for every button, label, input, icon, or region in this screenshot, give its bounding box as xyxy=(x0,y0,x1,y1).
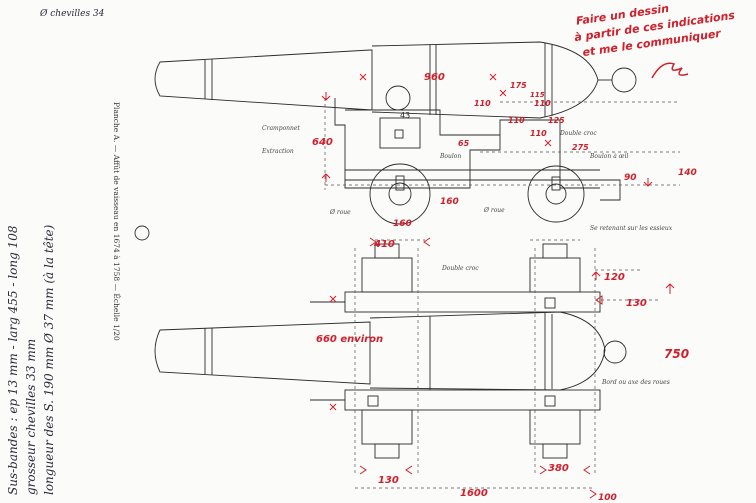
dim-side-110c: 110 xyxy=(534,99,551,108)
label-bolt: Boulon xyxy=(439,153,461,160)
plan-front-axle-bottom xyxy=(361,409,413,445)
red-signature xyxy=(651,62,689,79)
plate-number-circle xyxy=(134,225,150,241)
plan-barrel-chase xyxy=(154,321,371,385)
dim-side-110d: 110 xyxy=(530,129,547,138)
side-bracket-outline xyxy=(334,98,600,189)
side-red-marks xyxy=(321,73,653,247)
top-left-note: Ø chevilles 34 xyxy=(39,8,105,19)
plan-rear-axle-bottom xyxy=(529,409,581,445)
dim-side-640: 640 xyxy=(312,137,333,148)
plate-caption: Planche A. — Affût de vaisseau en 1674 à… xyxy=(112,102,121,341)
dim-side-275: 275 xyxy=(572,143,589,152)
dim-side-115: 115 xyxy=(530,91,545,99)
dim-side-140: 140 xyxy=(678,168,697,178)
dim-side-110b: 110 xyxy=(508,116,525,125)
side-trunnion xyxy=(385,85,411,111)
dim-side-110a: 110 xyxy=(474,99,491,108)
plan-cascabel-knob xyxy=(603,340,627,364)
dim-plan-660: 660 environ xyxy=(316,334,383,345)
side-cheek-block xyxy=(379,117,421,149)
dim-side-125: 125 xyxy=(548,116,565,125)
plan-barrel-breech xyxy=(369,311,606,391)
plan-label-double-hook: Double croc xyxy=(441,265,479,272)
side-front-wheel xyxy=(369,163,431,225)
dim-side-43: 43 xyxy=(400,111,410,120)
label-wheel-left: Ø roue xyxy=(329,209,351,216)
label-extractor: Extraction xyxy=(261,148,294,155)
side-barrel-chase xyxy=(154,49,373,111)
side-rear-step xyxy=(600,179,621,201)
dim-plan-410: 410 xyxy=(373,239,395,250)
dim-plan-1600: 1600 xyxy=(460,488,488,499)
label-side-note: Se retenant sur les essieux xyxy=(590,225,673,232)
dim-side-960: 960 xyxy=(424,72,445,83)
dim-side-175: 175 xyxy=(510,81,527,90)
left-note-line-1: Sus-bandes : ep 13 mm - larg 455 - long … xyxy=(6,225,20,495)
plan-view xyxy=(154,243,627,459)
plan-front-axle-top xyxy=(361,257,413,293)
dim-side-160a: 160 xyxy=(440,197,459,207)
dim-plan-120: 120 xyxy=(604,272,625,283)
red-request-note: Faire un dessin à partir de ces indicati… xyxy=(574,2,737,59)
label-wheel-right: Ø roue xyxy=(483,207,505,214)
dim-plan-130b: 130 xyxy=(378,475,399,486)
dim-plan-750: 750 xyxy=(664,347,689,361)
plan-red-marks xyxy=(329,271,675,499)
plan-label-note: Bord ou axe des roues xyxy=(601,379,670,386)
plate-caption-group: Planche A. — Affût de vaisseau en 1674 à… xyxy=(112,102,121,341)
side-rear-wheel xyxy=(527,165,585,223)
plan-rear-axle-top xyxy=(529,257,581,293)
left-notes: Sus-bandes : ep 13 mm - larg 455 - long … xyxy=(6,224,56,495)
dim-plan-100: 100 xyxy=(598,493,617,503)
label-cramp: Cramponnet xyxy=(262,125,300,132)
dim-plan-380: 380 xyxy=(548,463,569,474)
left-note-line-3: longueur des S. 190 mm Ø 37 mm (à la têt… xyxy=(42,224,56,495)
side-bolt-square xyxy=(394,129,404,139)
dim-side-160b: 160 xyxy=(393,219,412,229)
dim-side-90: 90 xyxy=(624,173,637,183)
dim-side-65: 65 xyxy=(458,139,470,148)
label-double-hook: Double croc xyxy=(559,130,597,137)
plan-lower-cheek xyxy=(344,389,601,411)
side-view xyxy=(154,41,637,225)
plan-upper-cheek xyxy=(344,291,601,313)
dim-plan-130a: 130 xyxy=(626,298,647,309)
left-note-line-2: grosseur chevilles 33 mm xyxy=(24,339,38,495)
label-lifting-ring: Boulon à œil xyxy=(589,153,629,160)
side-cascabel-knob xyxy=(611,67,637,93)
